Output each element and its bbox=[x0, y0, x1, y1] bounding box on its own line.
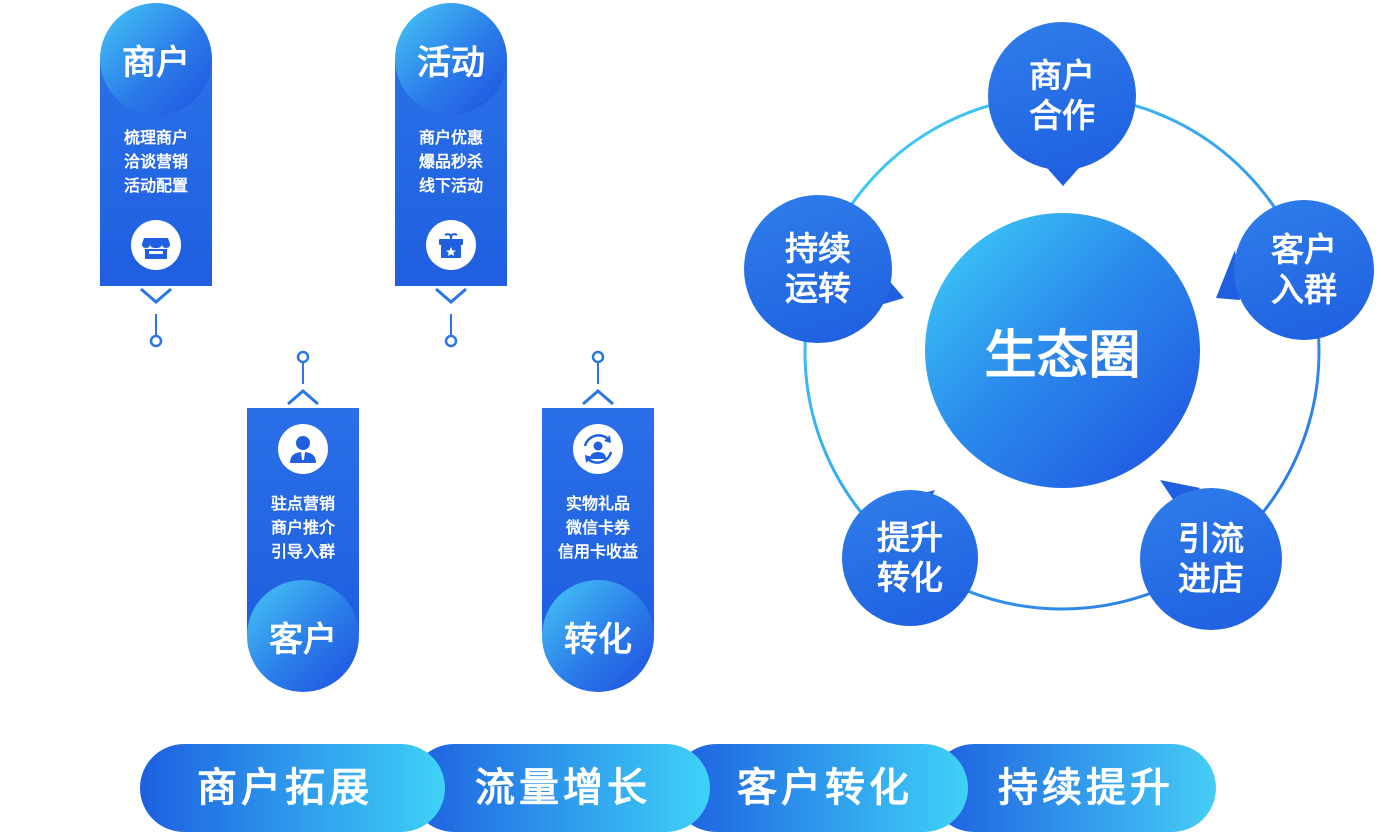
ecosystem-center-label: 生态圈 bbox=[984, 326, 1141, 386]
gift-icon bbox=[426, 220, 476, 270]
card-line: 商户推介 bbox=[270, 518, 335, 537]
eco-node-line: 进店 bbox=[1178, 559, 1244, 598]
card-line: 信用卡收益 bbox=[557, 542, 638, 561]
card-lines: 实物礼品 微信卡券 信用卡收益 bbox=[542, 492, 654, 564]
card-lines: 梳理商户 洽谈营销 活动配置 bbox=[100, 126, 212, 198]
storefront-icon bbox=[131, 220, 181, 270]
timeline-node bbox=[444, 334, 458, 348]
stage-merchant-expansion: 商户拓展 bbox=[197, 765, 373, 811]
card-title: 商户 bbox=[122, 42, 190, 83]
stage-pill-bg bbox=[140, 744, 445, 832]
eco-node-line: 合作 bbox=[1029, 96, 1095, 135]
timeline-node bbox=[149, 334, 163, 348]
eco-node-merchant-cooperation: 商户 合作 bbox=[988, 22, 1136, 170]
card-title-badge: 商户 bbox=[100, 3, 212, 115]
card-title-badge: 活动 bbox=[395, 3, 507, 115]
timeline-node bbox=[296, 350, 310, 364]
chevron-down-icon bbox=[140, 287, 172, 304]
chevron-up-icon bbox=[582, 389, 614, 406]
conversion-icon bbox=[573, 424, 623, 474]
card-title-badge: 客户 bbox=[247, 580, 359, 692]
chevron-up-icon bbox=[287, 389, 319, 406]
card-line: 洽谈营销 bbox=[123, 152, 188, 171]
stage-pill-bg bbox=[672, 744, 968, 832]
stage-traffic-growth: 流量增长 bbox=[475, 765, 651, 811]
stage-customer-conversion: 客户转化 bbox=[737, 765, 913, 811]
card-title-badge: 转化 bbox=[542, 580, 654, 692]
eco-node-line: 运转 bbox=[785, 269, 851, 308]
eco-node-line: 商户 bbox=[1029, 56, 1095, 95]
eco-node-line: 转化 bbox=[877, 558, 943, 597]
card-lines: 商户优惠 爆品秒杀 线下活动 bbox=[395, 126, 507, 198]
card-line: 驻点营销 bbox=[270, 494, 335, 513]
eco-node-customer-join: 客户 入群 bbox=[1234, 200, 1374, 340]
card-line: 线下活动 bbox=[418, 176, 483, 195]
eco-node-improve-conversion: 提升 转化 bbox=[842, 490, 978, 626]
eco-node-line: 客户 bbox=[1271, 230, 1337, 269]
customer-icon bbox=[278, 424, 328, 474]
eco-node-line: 引流 bbox=[1178, 519, 1244, 558]
stage-continuous-improvement: 持续提升 bbox=[998, 765, 1174, 811]
card-line: 引导入群 bbox=[270, 542, 335, 561]
eco-node-sustain: 持续 运转 bbox=[744, 195, 892, 343]
eco-node-line: 入群 bbox=[1271, 270, 1337, 309]
card-line: 微信卡券 bbox=[565, 518, 630, 537]
card-title: 活动 bbox=[417, 42, 485, 83]
card-line: 爆品秒杀 bbox=[418, 152, 483, 171]
card-title: 转化 bbox=[564, 619, 632, 660]
chevron-down-icon bbox=[435, 287, 467, 304]
eco-node-line: 持续 bbox=[785, 229, 851, 268]
stage-pill-bg bbox=[410, 744, 710, 832]
eco-node-line: 提升 bbox=[877, 518, 943, 557]
card-line: 活动配置 bbox=[123, 176, 188, 195]
card-line: 梳理商户 bbox=[123, 128, 188, 147]
timeline-node bbox=[591, 350, 605, 364]
card-line: 实物礼品 bbox=[565, 494, 630, 513]
ecosystem-center: 生态圈 bbox=[925, 213, 1200, 488]
stage-pill-bg bbox=[930, 744, 1216, 832]
card-lines: 驻点营销 商户推介 引导入群 bbox=[247, 492, 359, 564]
card-line: 商户优惠 bbox=[418, 128, 483, 147]
eco-node-traffic: 引流 进店 bbox=[1140, 488, 1282, 630]
card-title: 客户 bbox=[269, 619, 337, 660]
